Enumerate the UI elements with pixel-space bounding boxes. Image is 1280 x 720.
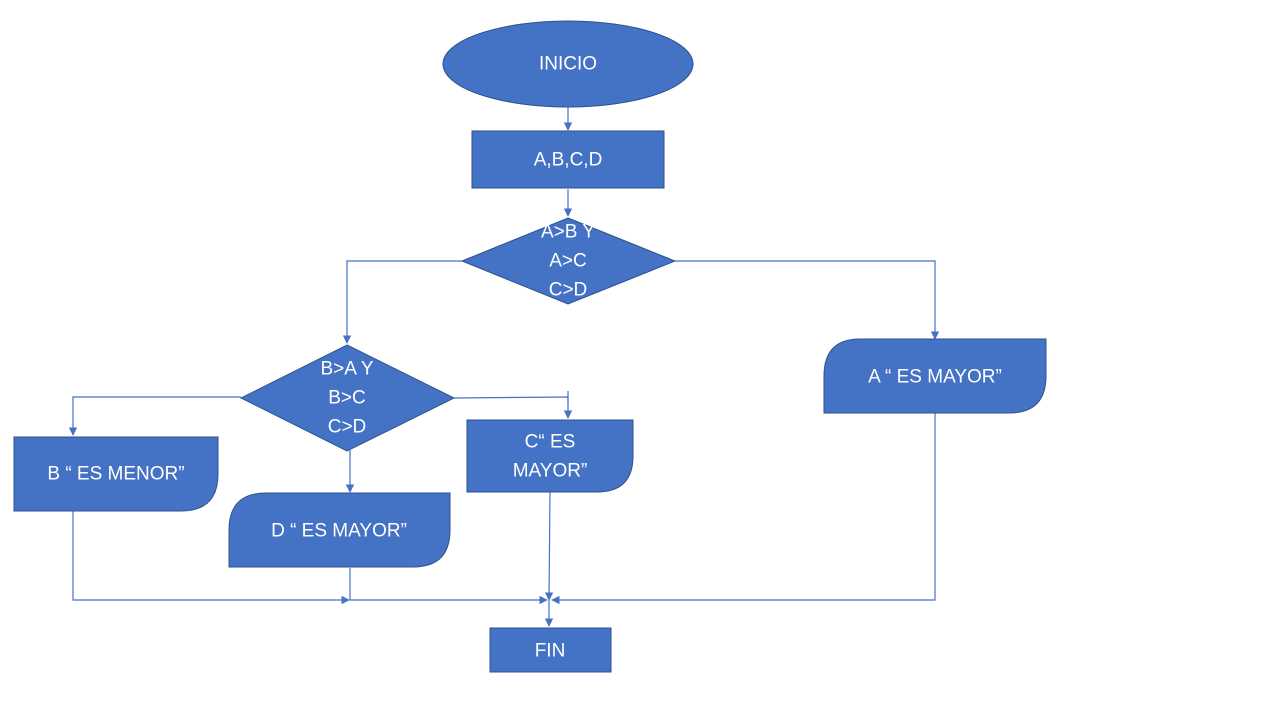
decision2-line-3: C>D (328, 417, 367, 438)
output-c-line-2: MAYOR” (513, 461, 588, 482)
output-d-node: D “ ES MAYOR” (228, 492, 451, 568)
end-label: FIN (535, 641, 566, 662)
start-ellipse (442, 20, 694, 108)
connectors (68, 107, 940, 627)
end-node: FIN (489, 627, 612, 673)
output-b-display (13, 436, 219, 512)
start-node: INICIO (442, 20, 694, 108)
input-rect (471, 130, 665, 189)
output-d-display (228, 492, 451, 568)
output-b-label: B “ ES MENOR” (47, 464, 184, 485)
output-a-display (823, 338, 1047, 414)
decision2-node: B>A Y B>C C>D (239, 344, 456, 452)
input-label: A,B,C,D (534, 150, 603, 171)
output-c-display (466, 419, 634, 493)
decision1-diamond (460, 217, 677, 305)
output-a-label: A “ ES MAYOR” (868, 367, 1002, 388)
output-c-line-1: C“ ES (525, 432, 576, 453)
connector-decision2-to-output-c (453, 396, 573, 419)
connector-output-c-to-merge (544, 491, 554, 601)
decision1-node: A>B Y A>C C>D (460, 217, 677, 305)
connector-output-a-to-merge (551, 413, 936, 605)
connector-output-b-to-merge (72, 510, 350, 605)
start-label: INICIO (539, 54, 597, 75)
end-rect (489, 627, 612, 673)
connector-decision1-to-decision2 (342, 260, 462, 344)
connector-decision1-to-output-a (675, 260, 940, 340)
decision1-line-2: A>C (549, 251, 587, 272)
output-d-label: D “ ES MAYOR” (271, 521, 407, 542)
output-b-node: B “ ES MENOR” (13, 436, 219, 512)
output-a-node: A “ ES MAYOR” (823, 338, 1047, 414)
input-node: A,B,C,D (471, 130, 665, 189)
connector-decision2-to-output-b (68, 396, 241, 436)
decision2-diamond (239, 344, 456, 452)
decision1-line-1: A>B Y (541, 222, 595, 243)
output-c-node: C“ ES MAYOR” (466, 419, 634, 493)
decision2-line-2: B>C (328, 388, 366, 409)
connector-output-d-to-merge (349, 568, 548, 605)
decision1-line-3: C>D (549, 280, 588, 301)
decision2-line-1: B>A Y (320, 359, 373, 380)
